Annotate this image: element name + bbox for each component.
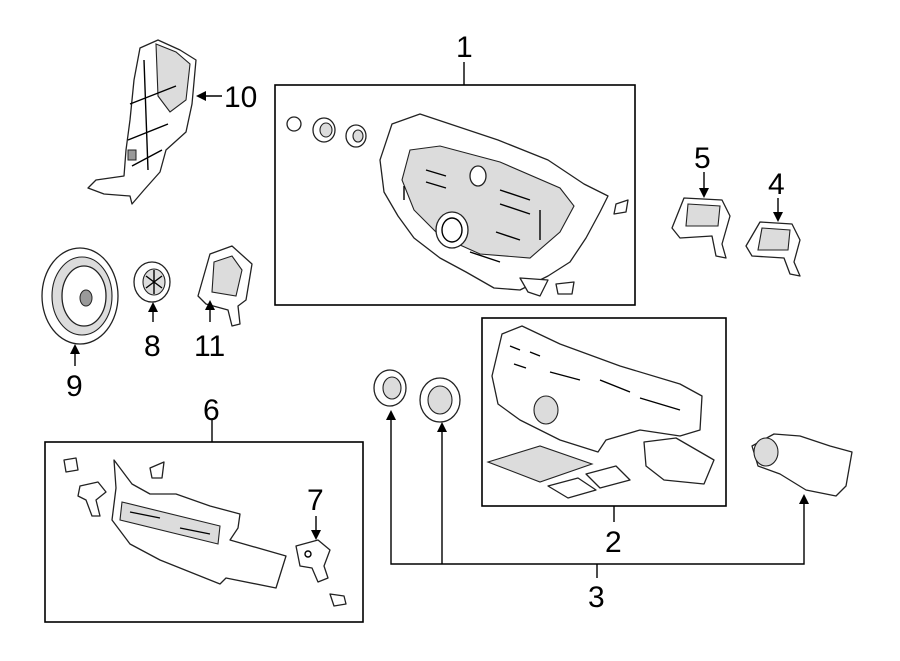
callout-3: 3 [588,581,605,614]
callout-10: 10 [224,81,257,114]
callout-4: 4 [768,168,785,201]
part-1-frame [274,84,636,306]
tweeter-part [133,261,171,303]
part-2-frame [481,317,727,507]
speaker-housing-part [197,245,253,327]
side-bracket-part [87,39,197,205]
mounting-clip-part [295,539,331,583]
control-panel-part [286,113,629,297]
trim-panel-part [63,457,347,607]
callout-9: 9 [66,370,83,403]
bracket-right-part [745,221,801,277]
circuit-board-part [486,325,715,499]
callout-2: 2 [605,526,622,559]
callout-5: 5 [694,142,711,175]
door-speaker-part [41,247,119,345]
callout-6: 6 [203,394,220,427]
callout-8: 8 [144,330,161,363]
knob-and-switch-part [373,369,853,497]
bracket-left-part [671,197,731,259]
callout-1: 1 [456,31,473,64]
callout-11: 11 [194,330,225,363]
callout-7: 7 [307,484,324,517]
part-6-frame [44,441,364,623]
